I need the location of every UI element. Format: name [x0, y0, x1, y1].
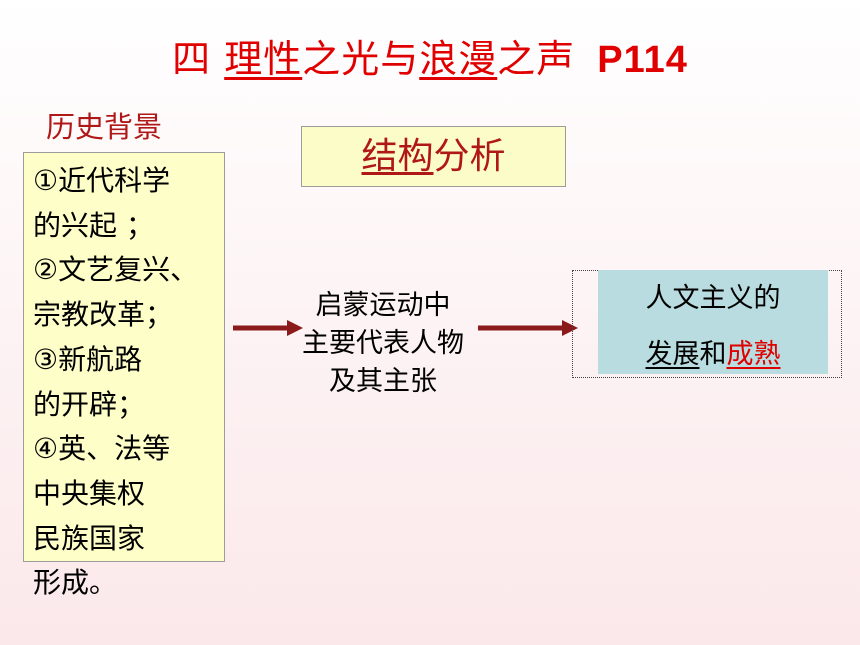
arrow-right-icon — [233, 320, 303, 336]
background-box: ①近代科学 的兴起 ； ②文艺复兴、 宗教改革； ③新航路 的开辟； ④英、法等… — [23, 152, 225, 599]
background-line: ①近代科学 — [33, 164, 171, 197]
background-label: 历史背景 — [46, 110, 163, 144]
structure-label-part1: 结构 — [361, 136, 434, 177]
title-prefix: 四 — [172, 37, 225, 81]
result-word-development: 发展 — [645, 339, 700, 370]
result-box — [598, 270, 828, 374]
enlightenment-text: 启蒙运动中 主要代表人物 及其主张 — [278, 287, 488, 401]
arrow-right-icon — [478, 320, 578, 336]
result-word-and: 和 — [699, 339, 727, 370]
enlightenment-line: 启蒙运动中 — [315, 290, 451, 321]
title-word-light: 之光与 — [302, 37, 420, 81]
title-page-code: P114 — [597, 39, 688, 81]
result-line-1: 人文主义的 — [645, 283, 781, 314]
background-line: 的开辟； — [33, 387, 146, 421]
background-line: 形成。 — [33, 566, 118, 600]
result-word-maturity: 成熟 — [726, 339, 781, 370]
title-word-voice: 之声 — [497, 37, 576, 81]
slide-title: 四 理性之光与浪漫之声 P114 — [0, 28, 860, 83]
result-line-2: 发展和成熟 — [598, 332, 828, 371]
background-line: ③新航路 — [33, 342, 143, 376]
title-word-reason: 理性 — [224, 37, 303, 81]
background-line: 宗教改革； — [33, 298, 174, 332]
structure-analysis-box: 结构分析 — [301, 126, 566, 187]
background-line: ②文艺复兴、 — [33, 253, 199, 287]
background-line: ④英、法等 — [33, 432, 171, 466]
structure-label-part2: 分析 — [433, 136, 506, 177]
background-line: 民族国家 — [33, 521, 146, 555]
background-line: 的兴起 ； — [33, 208, 154, 242]
title-word-romance: 浪漫 — [419, 37, 498, 81]
background-line: 中央集权 — [33, 476, 146, 510]
enlightenment-line: 及其主张 — [329, 366, 437, 397]
enlightenment-line: 主要代表人物 — [302, 328, 464, 359]
